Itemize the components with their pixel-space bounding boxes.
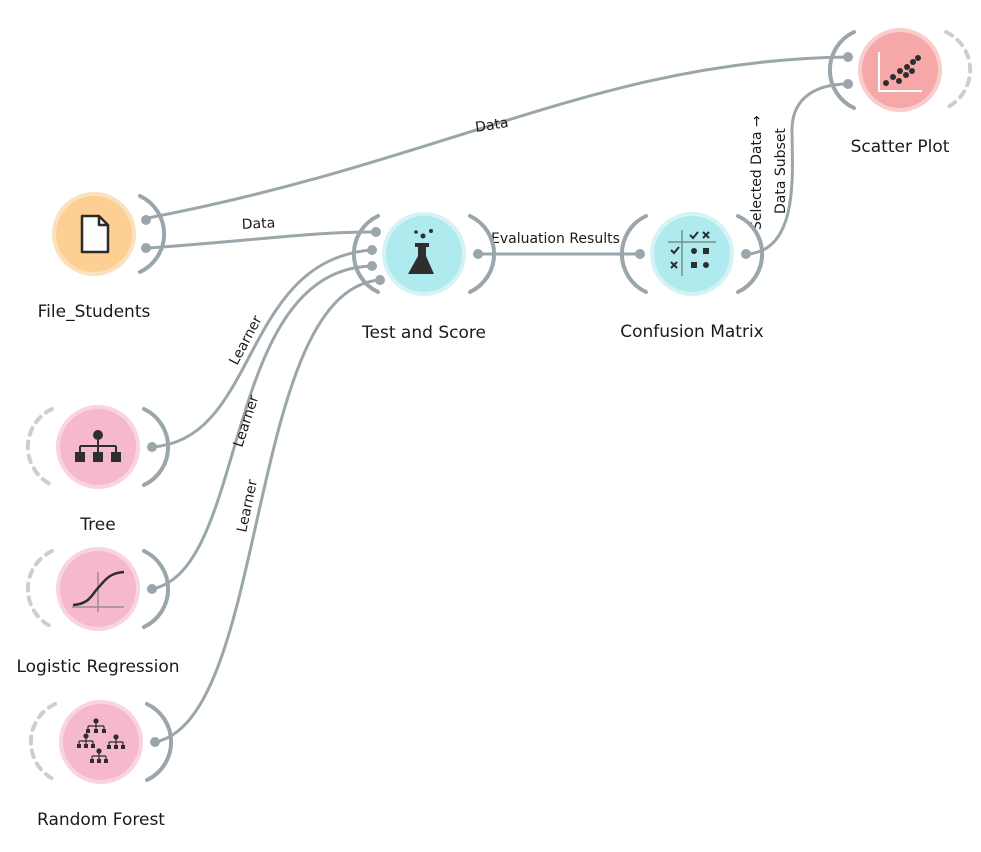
output-port[interactable] [141,243,151,253]
node-label: File_Students [38,302,151,322]
node-tree[interactable]: Tree [25,405,171,535]
link-labels: Data Data Evaluation Results Selected Da… [226,115,789,534]
input-channel[interactable] [25,549,54,629]
node-test-and-score[interactable]: Test and Score [351,212,497,343]
forest-icon [77,718,125,763]
node-scatter-plot[interactable]: Scatter Plot [827,28,973,157]
sigmoid-curve-icon [72,570,125,612]
node-body [654,216,730,292]
document-icon [80,214,110,254]
input-port[interactable] [371,227,381,237]
output-channel[interactable] [468,214,497,294]
input-port[interactable] [367,261,377,271]
output-port[interactable] [147,442,157,452]
output-port[interactable] [150,737,160,747]
input-port[interactable] [843,79,853,89]
links [147,55,849,744]
node-confusion-matrix[interactable]: Confusion Matrix [619,212,765,342]
node-label: Tree [79,515,115,535]
node-label: Random Forest [37,810,165,830]
output-channel[interactable] [142,407,171,487]
output-port[interactable] [147,584,157,594]
input-port[interactable] [367,245,377,255]
node-label: Confusion Matrix [620,322,764,342]
input-channel[interactable] [28,702,57,782]
link-label-test-to-confusion: Evaluation Results [491,231,620,247]
output-port[interactable] [473,249,483,259]
output-port[interactable] [141,215,151,225]
link-label-file-to-test: Data [241,215,275,233]
input-port[interactable] [375,275,385,285]
output-port[interactable] [741,249,751,259]
input-channel[interactable] [25,407,54,487]
link-label-confusion-to-scatter-1: Selected Data → [749,115,765,230]
output-channel[interactable] [142,549,171,629]
node-body [63,704,139,780]
input-port[interactable] [635,249,645,259]
node-label: Logistic Regression [16,657,179,677]
output-channel[interactable] [145,702,174,782]
link-file-to-scatter[interactable] [147,55,849,220]
input-channel[interactable] [619,214,648,294]
link-forest-to-test[interactable] [154,278,381,744]
node-file-students[interactable]: File_Students [38,192,167,322]
flask-icon [408,229,434,274]
input-channel[interactable] [827,30,856,110]
link-logreg-to-test[interactable] [151,264,373,591]
input-port[interactable] [843,52,853,62]
tree-icon [75,430,121,462]
input-channel[interactable] [351,214,380,294]
node-logistic-regression[interactable]: Logistic Regression [16,547,180,677]
node-label: Test and Score [361,323,486,343]
output-channel[interactable] [944,30,973,110]
link-label-confusion-to-scatter-2: Data Subset [773,128,789,214]
link-label-logreg-to-test: Learner [231,393,263,449]
link-label-file-to-scatter: Data [474,115,510,136]
scatter-plot-icon [878,52,922,92]
output-channel[interactable] [138,194,167,274]
output-channel[interactable] [736,214,765,294]
link-tree-to-test[interactable] [151,248,373,449]
node-label: Scatter Plot [851,137,950,157]
confusion-matrix-icon [668,230,716,276]
link-file-to-test[interactable] [147,230,374,250]
link-confusion-to-scatter[interactable] [747,82,849,256]
node-random-forest[interactable]: Random Forest [28,700,174,830]
